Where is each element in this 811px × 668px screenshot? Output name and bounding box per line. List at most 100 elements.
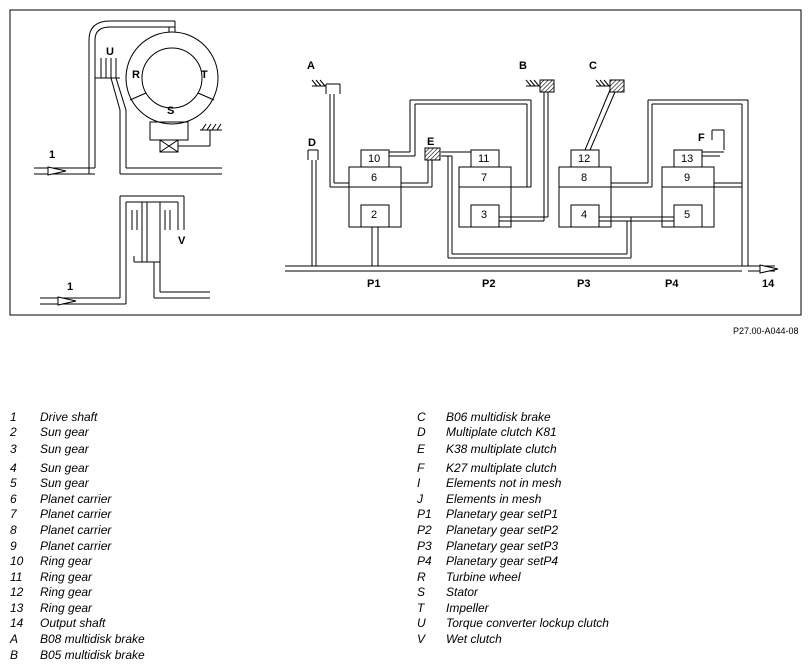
label-box-8: 8 [581,172,587,184]
legend-key: 2 [10,425,17,439]
legend-text: Planetary gear setP3 [446,539,559,553]
legend-key: E [417,442,426,456]
brake-e-hatch [424,147,441,161]
legend-key: A [10,632,19,646]
label-a: A [307,60,315,72]
legend-key: C [417,410,426,424]
legend-key: F [417,461,425,475]
legend-text: Sun gear [40,442,89,456]
legend-text: Turbine wheel [446,570,521,584]
label-v: V [178,235,186,247]
legend-text: Planet carrier [40,507,112,521]
label-box-7: 7 [481,172,487,184]
legend-key: 7 [10,507,17,521]
label-p1: P1 [367,278,380,290]
label-box-3: 3 [481,209,487,221]
legend-text: Ring gear [40,585,93,599]
legend-key: I [417,476,421,490]
legend-text: Impeller [446,601,489,615]
legend-text: Sun gear [40,461,89,475]
input-arrow-top [47,166,67,176]
legend-text: B06 multidisk brake [446,410,551,424]
brake-c-ground [595,79,610,87]
label-u: U [106,46,114,58]
legend-key: 5 [10,476,17,490]
legend-text: Wet clutch [446,632,502,646]
output-arrow [759,264,779,274]
legend-text: Ring gear [40,570,93,584]
label-box-4: 4 [581,209,587,221]
legend-text: Output shaft [40,616,106,630]
label-d: D [308,137,316,149]
legend-key: P3 [417,539,432,553]
label-s: S [167,105,174,117]
legend-key: J [417,492,423,506]
gear-train [285,83,775,272]
label-f: F [698,132,705,144]
brake-b-hatch [539,79,555,93]
legend-text: Planet carrier [40,539,112,553]
legend-text: Elements in mesh [446,492,542,506]
torque-converter [34,20,222,175]
label-box-9: 9 [684,172,690,184]
label-t: T [201,69,208,81]
brake-c-hatch [609,79,625,93]
legend-text: Stator [446,585,479,599]
brake-a-ground [311,79,326,87]
legend-key: 4 [10,461,17,475]
legend-text: Multiplate clutch K81 [446,425,557,439]
ground-hatch [201,123,222,131]
legend-text: Drive shaft [40,410,98,424]
legend-key: D [417,425,426,439]
legend-text: Planetary gear setP4 [446,554,559,568]
legend-key: R [417,570,426,584]
legend-text: Planet carrier [40,492,112,506]
brake-b-ground [525,79,540,87]
figure-reference: P27.00-A044-08 [733,326,799,336]
legend-text: Planet carrier [40,523,112,537]
label-box-5: 5 [684,209,690,221]
legend-key: P4 [417,554,432,568]
label-box-10: 10 [368,153,380,165]
legend-text: Elements not in mesh [446,476,562,490]
label-b: B [519,60,527,72]
legend-key: P1 [417,507,432,521]
legend-key: 9 [10,539,17,553]
label-input-top: 1 [49,149,55,161]
legend-key: S [417,585,426,599]
legend-text: Ring gear [40,601,93,615]
legend-text: K27 multiplate clutch [446,461,557,475]
label-output: 14 [762,278,775,290]
label-box-11: 11 [478,153,489,165]
legend-key: 14 [10,616,24,630]
legend-key: 1 [10,410,17,424]
legend-key: P2 [417,523,432,537]
label-box-2: 2 [371,209,377,221]
legend-key: 6 [10,492,17,506]
label-e: E [427,136,434,148]
wet-clutch [40,195,210,305]
legend-text: Sun gear [40,425,89,439]
legend-key: T [417,601,425,615]
legend-text: Torque converter lockup clutch [446,616,609,630]
label-p3: P3 [577,278,590,290]
legend-key: 3 [10,442,17,456]
legend-key: 10 [10,554,24,568]
legend-text: B08 multidisk brake [40,632,145,646]
legend-key: 8 [10,523,17,537]
transmission-schematic: U R T S V 1 1 A B C D E F 10 6 2 11 7 3 … [9,9,802,316]
label-box-6: 6 [371,172,377,184]
legend-key: B [10,648,19,662]
legend-text: K38 multiplate clutch [446,442,557,456]
legend-key: 13 [10,601,24,615]
legend-key: U [417,616,426,630]
legend-key: 11 [10,570,23,584]
legend-text: Sun gear [40,476,89,490]
label-p2: P2 [482,278,495,290]
legend-key: V [417,632,426,646]
diagram-frame [9,9,802,316]
legend-text: Planetary gear setP1 [446,507,559,521]
label-box-12: 12 [578,153,590,165]
